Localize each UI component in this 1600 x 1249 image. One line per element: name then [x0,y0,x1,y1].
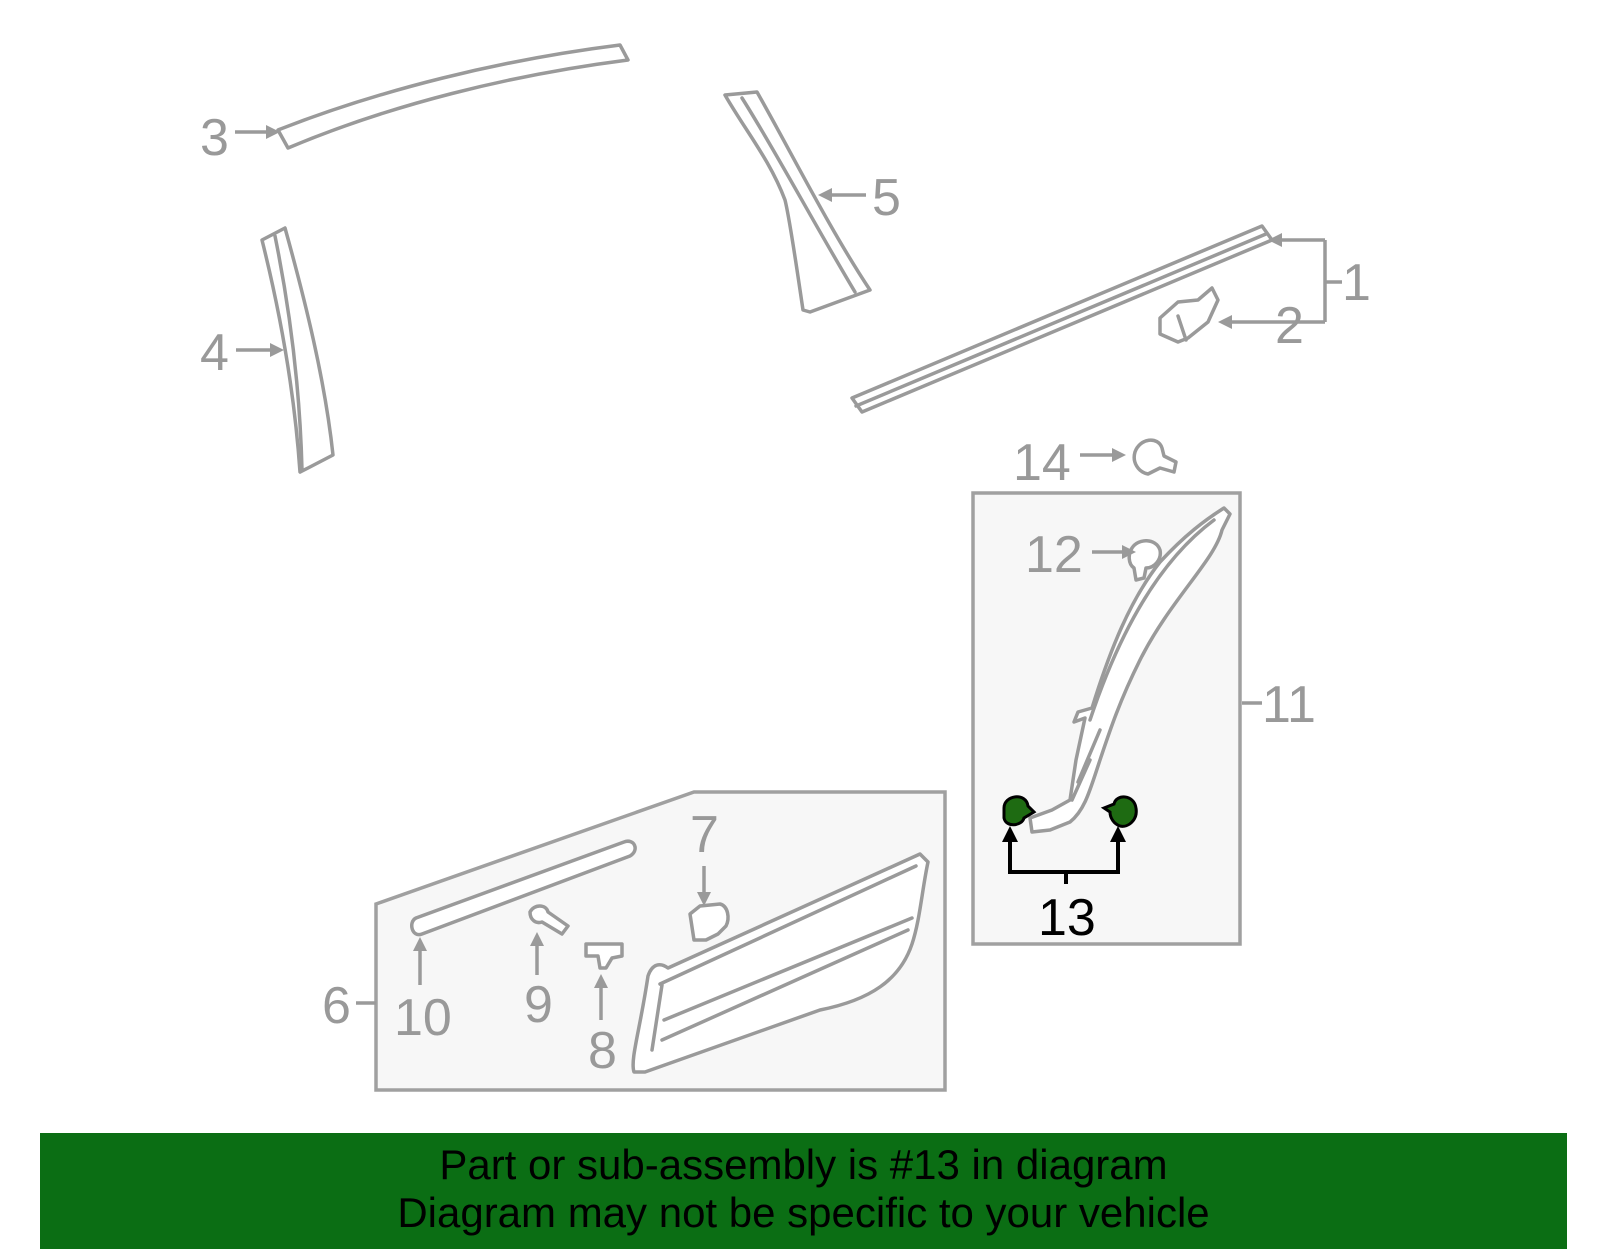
svg-text:6: 6 [322,977,351,1035]
part-4-pillar-molding [260,226,335,474]
part-7-clip [688,902,730,942]
callout-5: 5 [818,169,901,227]
part-13-clip-left [1002,795,1037,827]
svg-text:5: 5 [872,169,901,227]
svg-text:2: 2 [1275,297,1304,355]
callout-13-highlighted: 13 [1002,826,1126,947]
part-5-frame-molding [723,90,872,314]
callout-8: 8 [588,974,617,1080]
svg-text:11: 11 [1262,676,1316,734]
banner-line-1: Part or sub-assembly is #13 in diagram [439,1141,1168,1188]
part-9-screw [528,904,570,936]
part-12-clip [1127,539,1163,582]
info-banner: Part or sub-assembly is #13 in diagram D… [40,1133,1567,1249]
svg-text:13: 13 [1038,889,1096,947]
callout-11: 11 [1242,676,1316,734]
callout-7: 7 [690,806,719,906]
part-13-clip-right [1100,795,1138,828]
banner-line-2: Diagram may not be specific to your vehi… [397,1189,1210,1236]
svg-text:8: 8 [588,1022,617,1080]
svg-text:10: 10 [394,989,452,1047]
part-10-strip [410,839,637,937]
svg-text:12: 12 [1025,526,1083,584]
callout-9: 9 [524,932,553,1034]
callout-4: 4 [200,324,284,382]
part-2-clip [1158,286,1220,344]
svg-text:14: 14 [1013,434,1071,492]
part-6-rocker-molding [631,852,930,1074]
part-3-roof-molding [276,43,630,150]
callout-12: 12 [1025,526,1136,584]
svg-text:7: 7 [690,806,719,864]
part-14-clip [1132,438,1178,476]
callout-1-2-bracket: 1 2 [1218,233,1371,355]
callout-6: 6 [322,977,376,1035]
part-11-garnish [1028,506,1232,834]
callout-10: 10 [394,937,452,1047]
svg-text:4: 4 [200,324,229,382]
part-13-clips-highlighted [1002,795,1138,828]
svg-text:9: 9 [524,976,553,1034]
callout-3: 3 [200,109,280,167]
svg-text:3: 3 [200,109,229,167]
svg-text:1: 1 [1342,254,1371,312]
callout-14: 14 [1013,434,1126,492]
part-8-retainer [584,942,624,970]
